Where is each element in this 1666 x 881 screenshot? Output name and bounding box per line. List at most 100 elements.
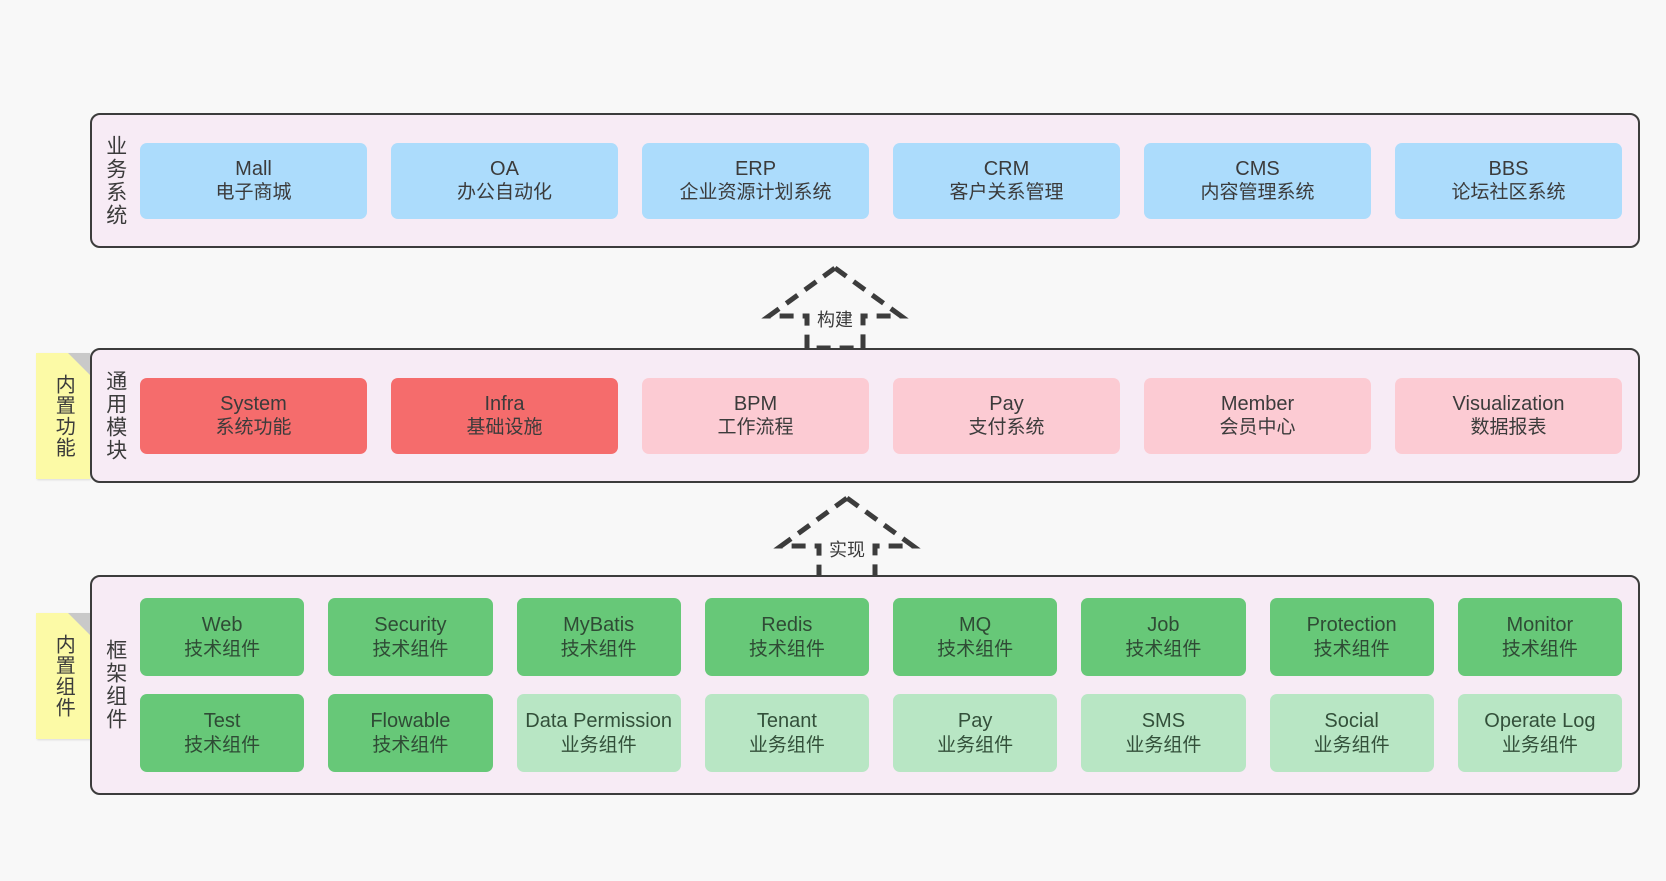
business-card-oa[interactable]: OA 办公自动化 (391, 142, 618, 219)
framework-card-monitor[interactable]: Monitor 技术组件 (1457, 598, 1622, 676)
card-cn-label: 会员中心 (1219, 417, 1296, 439)
framework-card-data-permission[interactable]: Data Permission 业务组件 (516, 694, 681, 772)
card-en-label: Member (1220, 392, 1295, 415)
card-en-label: SMS (1141, 710, 1186, 733)
card-cn-label: 企业资源计划系统 (679, 182, 832, 204)
card-cn-label: 系统功能 (215, 417, 292, 439)
note-label: 内置功能 (52, 374, 75, 458)
framework-card-social[interactable]: Social 业务组件 (1269, 694, 1434, 772)
card-en-label: Security (374, 614, 447, 637)
framework-biz-row: Test 技术组件 Flowable 技术组件 Data Permission … (140, 694, 1622, 772)
framework-card-mybatis[interactable]: MyBatis 技术组件 (516, 598, 681, 676)
framework-card-test[interactable]: Test 技术组件 (140, 694, 305, 772)
card-cn-label: 内容管理系统 (1200, 182, 1315, 204)
card-en-label: BPM (733, 392, 778, 415)
card-en-label: CMS (1235, 157, 1280, 180)
card-cn-label: 电子商城 (215, 182, 292, 204)
layer-framework-components: 框架组件 Web 技术组件 Security 技术组件 MyBatis 技术组件… (90, 575, 1640, 795)
framework-card-flowable[interactable]: Flowable 技术组件 (328, 694, 493, 772)
module-card-pay[interactable]: Pay 支付系统 (893, 377, 1120, 454)
card-cn-label: 业务组件 (1313, 734, 1390, 756)
layer-common-modules: 通用模块 System 系统功能 Infra 基础设施 BPM 工作流程 Pay (90, 348, 1640, 483)
card-en-label: CRM (983, 157, 1030, 180)
business-card-bbs[interactable]: BBS 论坛社区系统 (1395, 142, 1622, 219)
layer-modules-body: System 系统功能 Infra 基础设施 BPM 工作流程 Pay 支付系统… (138, 350, 1638, 481)
card-cn-label: 数据报表 (1470, 417, 1547, 439)
card-en-label: Web (201, 614, 243, 637)
arrow-up-dashed-icon (773, 494, 921, 581)
framework-card-sms[interactable]: SMS 业务组件 (1081, 694, 1246, 772)
arrow-implement: 实现 (772, 492, 922, 582)
card-en-label: Protection (1306, 614, 1397, 637)
arrow-up-dashed-icon (761, 264, 909, 351)
card-cn-label: 业务组件 (937, 734, 1014, 756)
card-en-label: Social (1324, 710, 1379, 733)
card-cn-label: 业务组件 (560, 734, 637, 756)
card-en-label: Tenant (756, 710, 817, 733)
framework-card-protection[interactable]: Protection 技术组件 (1269, 598, 1434, 676)
card-en-label: Data Permission (525, 710, 672, 733)
card-cn-label: 业务组件 (748, 734, 825, 756)
card-en-label: Job (1147, 614, 1180, 637)
business-card-erp[interactable]: ERP 企业资源计划系统 (642, 142, 869, 219)
card-en-label: BBS (1488, 157, 1529, 180)
card-cn-label: 技术组件 (184, 638, 261, 660)
card-en-label: Operate Log (1484, 710, 1596, 733)
card-cn-label: 业务组件 (1125, 734, 1202, 756)
arrow-build: 构建 (760, 262, 910, 352)
card-en-label: Infra (484, 392, 525, 415)
card-cn-label: 工作流程 (717, 417, 794, 439)
framework-card-mq[interactable]: MQ 技术组件 (893, 598, 1058, 676)
card-cn-label: 客户关系管理 (949, 182, 1064, 204)
note-builtin-components: 内置组件 (36, 613, 90, 739)
module-card-infra[interactable]: Infra 基础设施 (391, 377, 618, 454)
card-cn-label: 技术组件 (1313, 638, 1390, 660)
framework-card-job[interactable]: Job 技术组件 (1081, 598, 1246, 676)
card-cn-label: 技术组件 (372, 734, 449, 756)
card-en-label: OA (490, 157, 519, 180)
framework-card-tenant[interactable]: Tenant 业务组件 (704, 694, 869, 772)
framework-card-security[interactable]: Security 技术组件 (328, 598, 493, 676)
card-en-label: Redis (761, 614, 813, 637)
layer-framework-body: Web 技术组件 Security 技术组件 MyBatis 技术组件 Redi… (138, 577, 1638, 793)
card-en-label: Pay (989, 392, 1024, 415)
card-cn-label: 技术组件 (372, 638, 449, 660)
module-card-member[interactable]: Member 会员中心 (1144, 377, 1371, 454)
business-card-crm[interactable]: CRM 客户关系管理 (893, 142, 1120, 219)
card-cn-label: 办公自动化 (456, 182, 552, 204)
card-en-label: ERP (734, 157, 777, 180)
framework-card-pay[interactable]: Pay 业务组件 (893, 694, 1058, 772)
layer-business-label: 业务系统 (103, 134, 127, 227)
card-en-label: Flowable (370, 710, 451, 733)
module-card-bpm[interactable]: BPM 工作流程 (642, 377, 869, 454)
framework-card-operate-log[interactable]: Operate Log 业务组件 (1457, 694, 1622, 772)
card-cn-label: 技术组件 (748, 638, 825, 660)
card-en-label: Test (203, 710, 241, 733)
module-card-visualization[interactable]: Visualization 数据报表 (1395, 377, 1622, 454)
card-cn-label: 技术组件 (560, 638, 637, 660)
business-card-row: Mall 电子商城 OA 办公自动化 ERP 企业资源计划系统 CRM 客户关系… (140, 142, 1622, 219)
card-cn-label: 技术组件 (1125, 638, 1202, 660)
card-en-label: Mall (235, 157, 272, 180)
card-cn-label: 技术组件 (937, 638, 1014, 660)
card-en-label: Visualization (1452, 392, 1565, 415)
card-en-label: MyBatis (563, 614, 635, 637)
modules-card-row: System 系统功能 Infra 基础设施 BPM 工作流程 Pay 支付系统… (140, 377, 1622, 454)
card-cn-label: 基础设施 (466, 417, 543, 439)
layer-framework-label: 框架组件 (103, 639, 127, 731)
card-cn-label: 业务组件 (1501, 734, 1578, 756)
framework-card-redis[interactable]: Redis 技术组件 (704, 598, 869, 676)
business-card-mall[interactable]: Mall 电子商城 (140, 142, 367, 219)
layer-modules-label: 通用模块 (103, 369, 127, 462)
note-label: 内置组件 (52, 634, 75, 718)
layer-business-systems: 业务系统 Mall 电子商城 OA 办公自动化 ERP 企业资源计划系统 CRM (90, 113, 1640, 248)
card-en-label: System (220, 392, 287, 415)
framework-card-web[interactable]: Web 技术组件 (140, 598, 305, 676)
module-card-system[interactable]: System 系统功能 (140, 377, 367, 454)
layer-business-body: Mall 电子商城 OA 办公自动化 ERP 企业资源计划系统 CRM 客户关系… (138, 115, 1638, 246)
business-card-cms[interactable]: CMS 内容管理系统 (1144, 142, 1371, 219)
card-en-label: MQ (959, 614, 992, 637)
card-cn-label: 技术组件 (184, 734, 261, 756)
card-cn-label: 技术组件 (1501, 638, 1578, 660)
